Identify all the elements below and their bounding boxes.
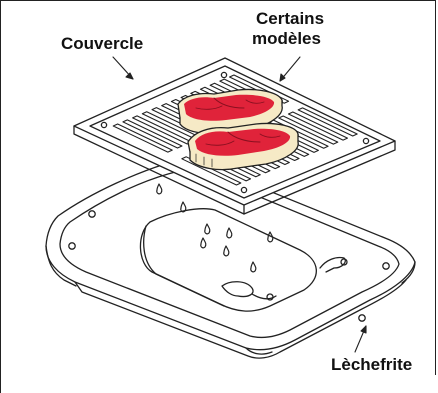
some-models-label: Certains modèles: [256, 9, 324, 49]
pan-label: Lèchefrite: [331, 355, 412, 375]
lid-label: Couvercle: [61, 34, 143, 54]
some-models-label-line2: modèles: [252, 29, 324, 49]
some-models-label-line1: Certains: [256, 9, 324, 29]
steak-icon: [178, 89, 298, 169]
